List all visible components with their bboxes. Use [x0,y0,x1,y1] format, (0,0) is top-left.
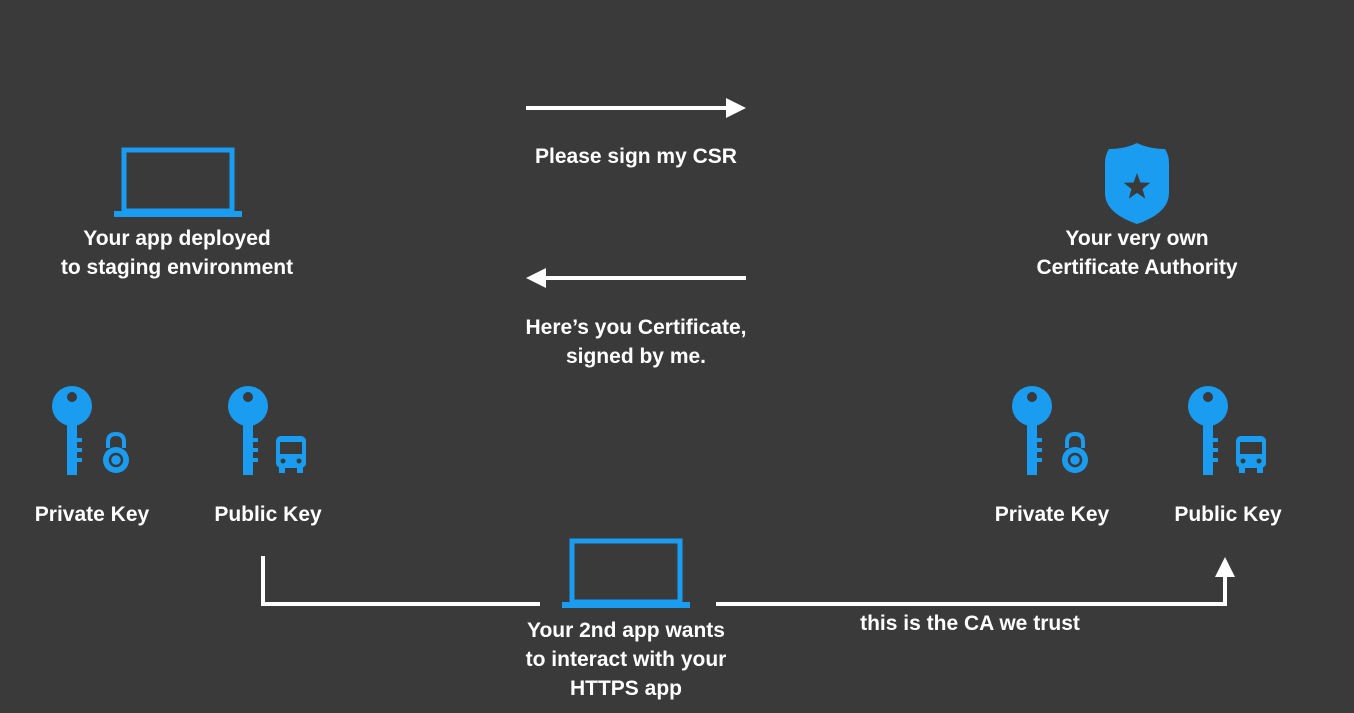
left-connector-line [261,556,540,606]
ca-private-key-icon [1012,386,1052,475]
public-key-icon [228,386,268,475]
ca-label: Your very own Certificate Authority [1000,224,1274,282]
left-app-label: Your app deployed to staging environment [40,224,314,282]
response-label: Here’s you Certificate, signed by me. [496,313,776,371]
left-public-key-label: Public Key [214,503,322,526]
left-private-key-label: Private Key [34,503,150,526]
trust-arrow [716,557,1235,606]
trust-label: this is the CA we trust [860,612,1080,635]
second-app-label-line1: Your 2nd app wants [527,619,725,642]
left-app-label-line2: to staging environment [60,256,294,279]
response-label-line1: Here’s you Certificate, [525,316,747,339]
ca-public-key-label: Public Key [1174,503,1282,526]
request-label: Please sign my CSR [535,145,737,168]
request-arrow [526,98,746,118]
ca-bus-icon [1236,436,1266,473]
left-app-label-line1: Your app deployed [83,227,271,250]
ca-label-line2: Certificate Authority [1036,256,1238,279]
second-app-label-line3: HTTPS app [569,677,682,700]
second-app-label-line2: to interact with your [525,648,727,671]
laptop-icon [114,147,242,217]
response-label-line2: signed by me. [565,345,707,368]
ca-padlock-icon [1062,432,1088,473]
ca-public-key-icon [1188,386,1228,475]
ca-label-line1: Your very own [1065,227,1209,250]
response-arrow [526,268,746,288]
second-app-label: Your 2nd app wants to interact with your… [486,616,766,703]
bus-icon [276,436,306,473]
private-key-icon [52,386,92,475]
ca-private-key-label: Private Key [994,503,1110,526]
second-app-laptop-icon [562,538,690,608]
padlock-icon [103,432,129,473]
police-badge-star-icon [1105,143,1169,224]
